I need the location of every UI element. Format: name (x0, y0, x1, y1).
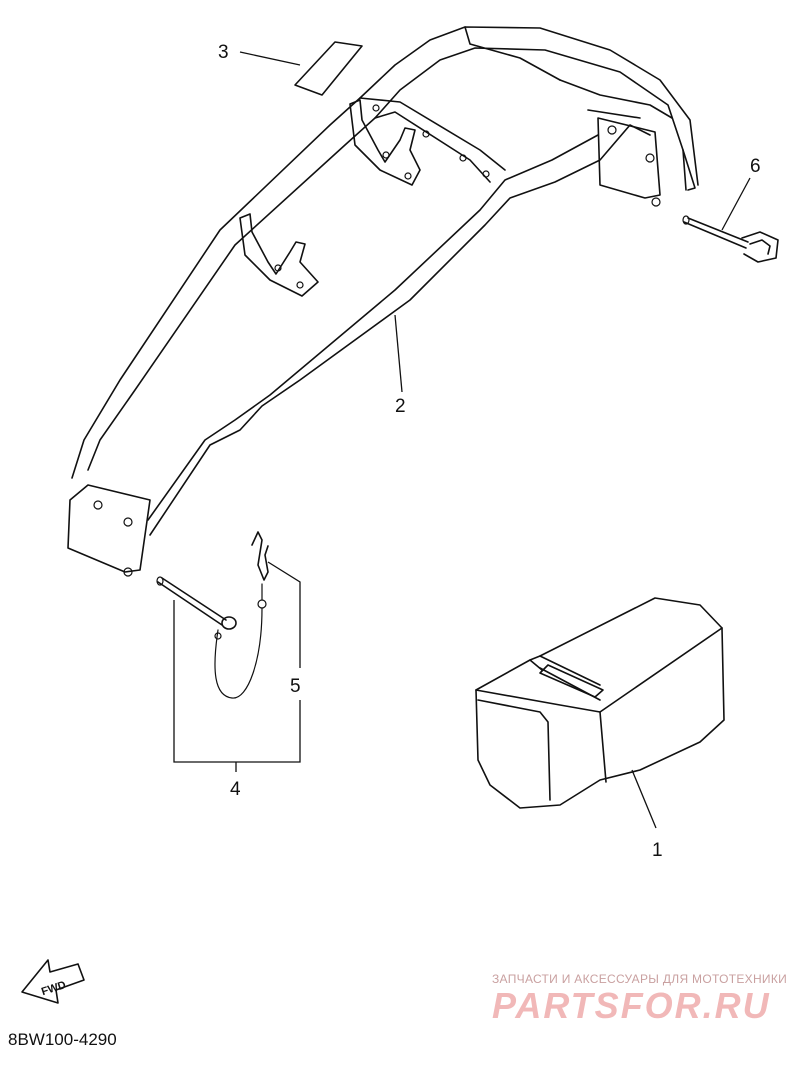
fwd-arrow-icon: FWD (21, 959, 85, 1004)
callout-label-3: 3 (218, 42, 229, 63)
callout-label-5: 5 (290, 676, 301, 697)
watermark-brand: PARTSFOR.RU (492, 985, 771, 1026)
callout-label-2: 2 (395, 396, 406, 417)
diagram-code: 8BW100-4290 (8, 1030, 117, 1049)
lock-pin (682, 215, 779, 263)
callout-label-6: 6 (750, 156, 761, 177)
fwd-badge-text: FWD (40, 979, 68, 998)
label-sticker (294, 41, 363, 96)
callout-label-4: 4 (230, 779, 241, 800)
fender-cover (67, 26, 699, 577)
callout-group: 3 2 6 5 4 1 (173, 42, 761, 861)
clip-pin-with-cord (156, 531, 269, 699)
callout-label-1: 1 (652, 840, 663, 861)
storage-box (475, 597, 725, 809)
watermark-caption: ЗАПЧАСТИ И АКСЕССУАРЫ ДЛЯ МОТОТЕХНИКИ (492, 972, 788, 986)
